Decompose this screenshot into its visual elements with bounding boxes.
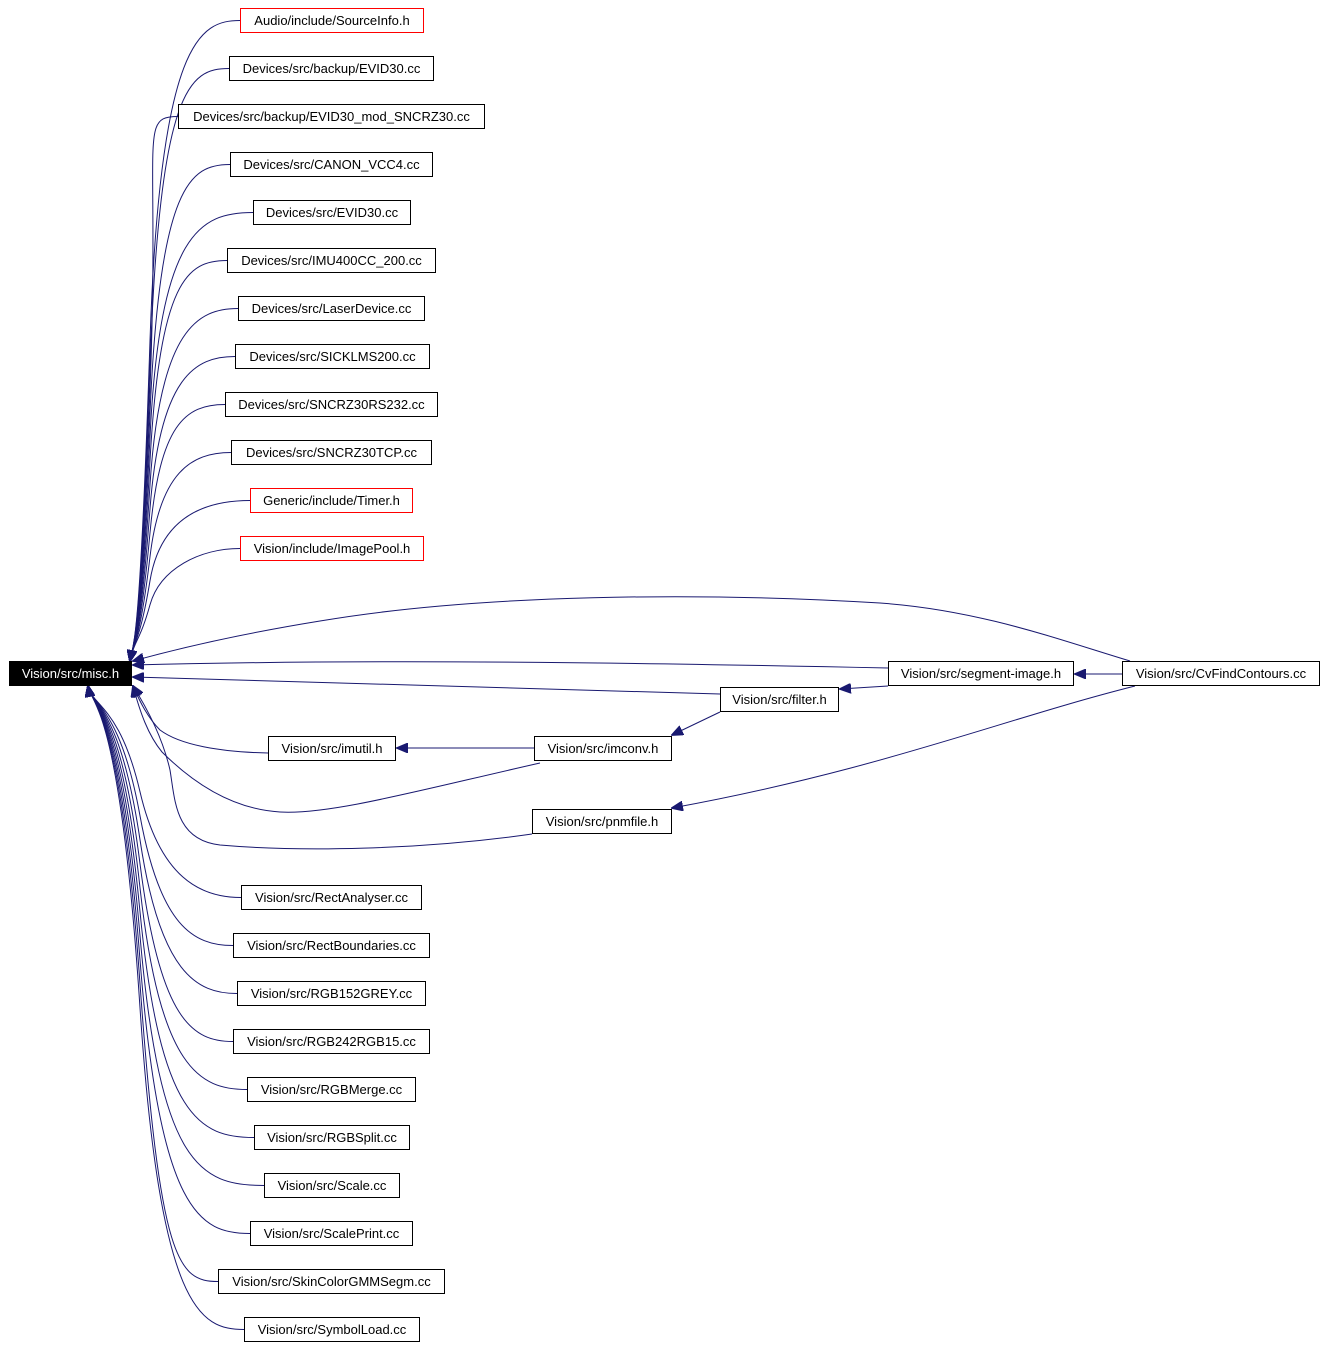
- node-rgbsplit-cc[interactable]: Vision/src/RGBSplit.cc: [254, 1125, 410, 1150]
- node-sourceinfo-h[interactable]: Audio/include/SourceInfo.h: [240, 8, 424, 33]
- node-skincolorgmmsegm-cc[interactable]: Vision/src/SkinColorGMMSegm.cc: [218, 1269, 445, 1294]
- edge-cvfind-to-pnmfile: [672, 685, 1136, 808]
- node-evid30-mod-sncrz30-cc[interactable]: Devices/src/backup/EVID30_mod_SNCRZ30.cc: [178, 104, 485, 129]
- node-segment-image-h[interactable]: Vision/src/segment-image.h: [888, 661, 1074, 686]
- node-sncrz30tcp-cc[interactable]: Devices/src/SNCRZ30TCP.cc: [231, 440, 432, 465]
- node-rgb152grey-cc[interactable]: Vision/src/RGB152GREY.cc: [237, 981, 426, 1006]
- node-filter-h[interactable]: Vision/src/filter.h: [720, 687, 839, 712]
- node-pnmfile-h[interactable]: Vision/src/pnmfile.h: [532, 809, 672, 834]
- node-rectboundaries-cc[interactable]: Vision/src/RectBoundaries.cc: [233, 933, 430, 958]
- node-rectanalyser-cc[interactable]: Vision/src/RectAnalyser.cc: [241, 885, 422, 910]
- node-imagepool-h[interactable]: Vision/include/ImagePool.h: [240, 536, 424, 561]
- edge-filter-to-misc: [133, 677, 721, 695]
- node-rgbmerge-cc[interactable]: Vision/src/RGBMerge.cc: [247, 1077, 416, 1102]
- edge-imconv-to-misc: [133, 686, 541, 813]
- node-cvfindcontours-cc[interactable]: Vision/src/CvFindContours.cc: [1122, 661, 1320, 686]
- node-laserdevice-cc[interactable]: Devices/src/LaserDevice.cc: [238, 296, 425, 321]
- node-evid30-backup-cc[interactable]: Devices/src/backup/EVID30.cc: [229, 56, 434, 81]
- edge-pnmfile-to-misc: [133, 686, 533, 850]
- edge-segment-to-misc: [133, 662, 889, 668]
- edge-rectan-to-misc: [88, 686, 242, 898]
- node-sicklms200-cc[interactable]: Devices/src/SICKLMS200.cc: [235, 344, 430, 369]
- node-symbolload-cc[interactable]: Vision/src/SymbolLoad.cc: [244, 1317, 420, 1342]
- node-canon-vcc4-cc[interactable]: Devices/src/CANON_VCC4.cc: [230, 152, 433, 177]
- node-scaleprint-cc[interactable]: Vision/src/ScalePrint.cc: [250, 1221, 413, 1246]
- node-sncrz30rs232-cc[interactable]: Devices/src/SNCRZ30RS232.cc: [225, 392, 438, 417]
- node-imconv-h[interactable]: Vision/src/imconv.h: [534, 736, 672, 761]
- edge-segment-to-filter: [840, 686, 889, 689]
- edge-imagepool-to-misc: [130, 548, 241, 662]
- edge-filter-to-imconv: [672, 711, 721, 735]
- edge-cvfind-to-misc: [133, 596, 1131, 661]
- edge-imutil-to-misc: [133, 686, 269, 754]
- node-rgb242rgb15-cc[interactable]: Vision/src/RGB242RGB15.cc: [233, 1029, 430, 1054]
- node-evid30-cc[interactable]: Devices/src/EVID30.cc: [253, 200, 411, 225]
- node-timer-h[interactable]: Generic/include/Timer.h: [250, 488, 413, 513]
- node-scale-cc[interactable]: Vision/src/Scale.cc: [264, 1173, 400, 1198]
- node-misc-h: Vision/src/misc.h: [9, 661, 132, 686]
- node-imutil-h[interactable]: Vision/src/imutil.h: [268, 736, 396, 761]
- node-imu400cc-200-cc[interactable]: Devices/src/IMU400CC_200.cc: [227, 248, 436, 273]
- edge-symbol-to-misc: [88, 686, 245, 1330]
